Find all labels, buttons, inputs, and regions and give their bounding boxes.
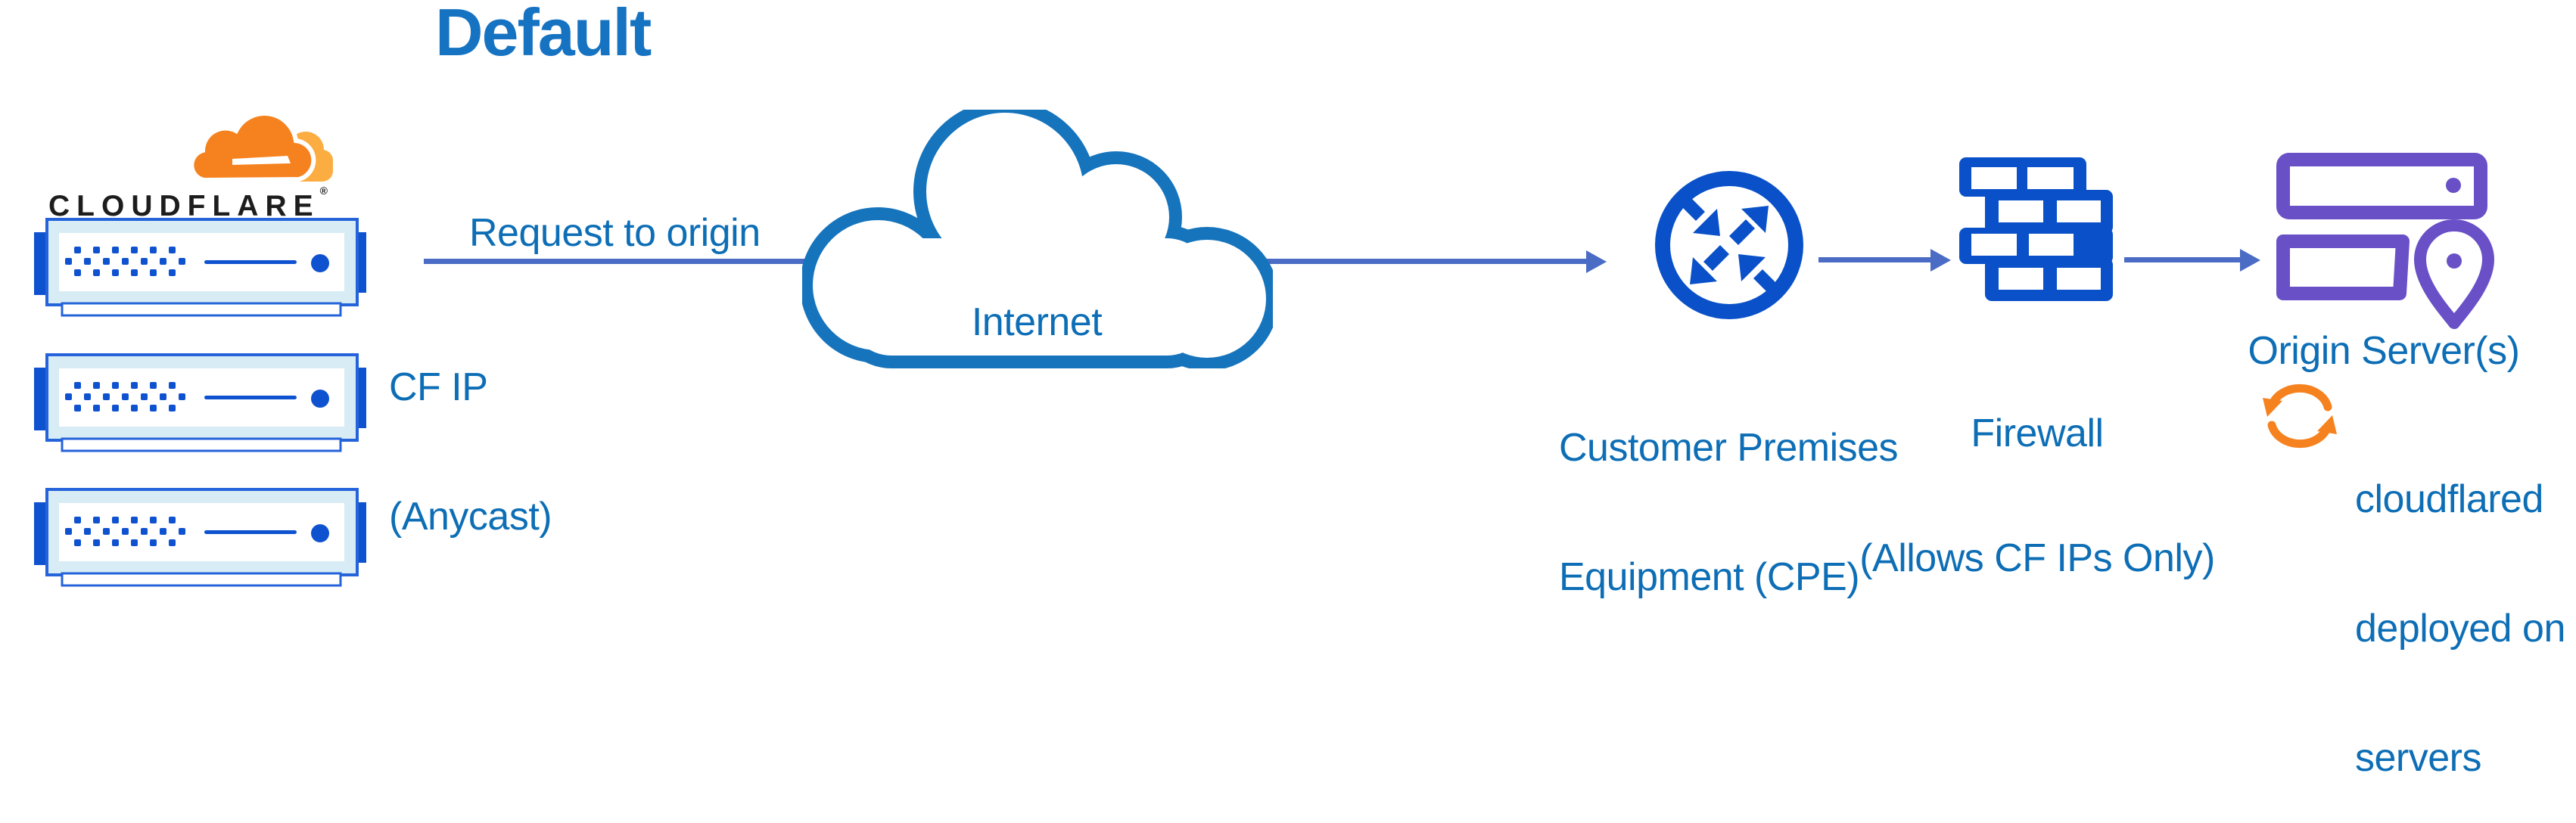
cloudflare-logo-icon xyxy=(191,110,334,182)
cpe-label-line2: Equipment (CPE) xyxy=(1559,555,1860,599)
origin-server-icon xyxy=(2274,150,2495,330)
firewall-label-line2: (Allows CF IPs Only) xyxy=(1859,536,2215,580)
edge-server-icon xyxy=(30,353,369,454)
registered-mark: ® xyxy=(319,185,328,197)
cpe-to-firewall-arrowhead xyxy=(1930,249,1951,272)
edge-server-icon xyxy=(30,488,369,589)
firewall-brick-icon xyxy=(1959,157,2113,301)
cpe-label: Customer Premises Equipment (CPE) xyxy=(1559,340,1899,642)
brand-name: CLOUDFLARE xyxy=(48,190,320,222)
request-arrow-label: Request to origin xyxy=(469,211,761,255)
edge-server-icon xyxy=(30,218,369,318)
cpe-label-line1: Customer Premises xyxy=(1559,426,1899,470)
diagram-title: Default xyxy=(435,0,652,70)
firewall-label-line1: Firewall xyxy=(1971,412,2104,455)
cloudflared-line3: servers xyxy=(2355,736,2481,780)
cf-ip-line1: CF IP xyxy=(389,365,488,409)
diagram-canvas: { "title": "Default", "brand": { "wordma… xyxy=(30,0,2566,780)
origin-label: Origin Server(s) xyxy=(2248,329,2520,373)
location-pin-icon xyxy=(2414,219,2494,329)
cpe-to-firewall-arrow xyxy=(1818,257,1932,262)
internet-cloud-icon xyxy=(802,110,1273,368)
internet-label: Internet xyxy=(971,300,1103,344)
router-cpe-icon xyxy=(1654,169,1805,321)
firewall-to-origin-arrow xyxy=(2124,257,2242,262)
cloudflare-wordmark: CLOUDFLARE® xyxy=(48,185,328,223)
cf-ip-label: CF IP (Anycast) xyxy=(389,280,552,582)
firewall-to-origin-arrowhead xyxy=(2240,249,2260,272)
cf-ip-line2: (Anycast) xyxy=(389,495,552,539)
cloudflared-label: cloudflared deployed on servers xyxy=(2355,392,2565,823)
sync-arrows-icon xyxy=(2257,383,2343,451)
cloudflared-line1: cloudflared xyxy=(2355,477,2543,521)
request-arrowhead xyxy=(1586,250,1607,273)
firewall-label: Firewall (Allows CF IPs Only) xyxy=(1848,330,2226,621)
